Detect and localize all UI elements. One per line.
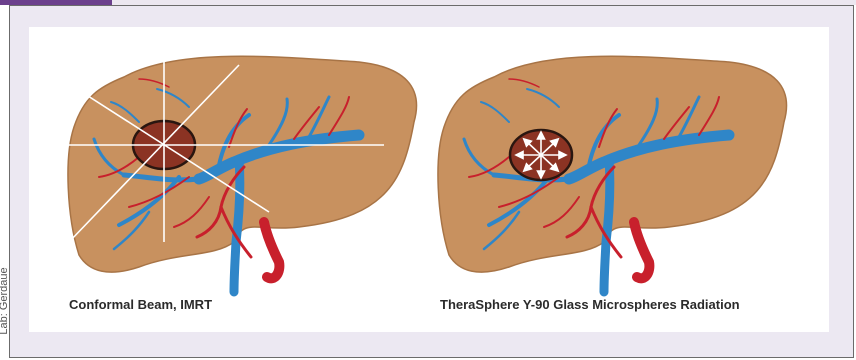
image-credit: Lab: Gerdaue [0, 243, 10, 360]
credit-text: Lab: Gerdaue [0, 267, 10, 334]
caption-conformal-beam: Conformal Beam, IMRT [69, 297, 212, 312]
caption-therasphere: TheraSphere Y-90 Glass Microspheres Radi… [440, 297, 740, 312]
liver-diagram-microspheres [438, 56, 787, 292]
liver-diagram-beam [54, 52, 417, 292]
liver-illustrations [29, 27, 829, 332]
